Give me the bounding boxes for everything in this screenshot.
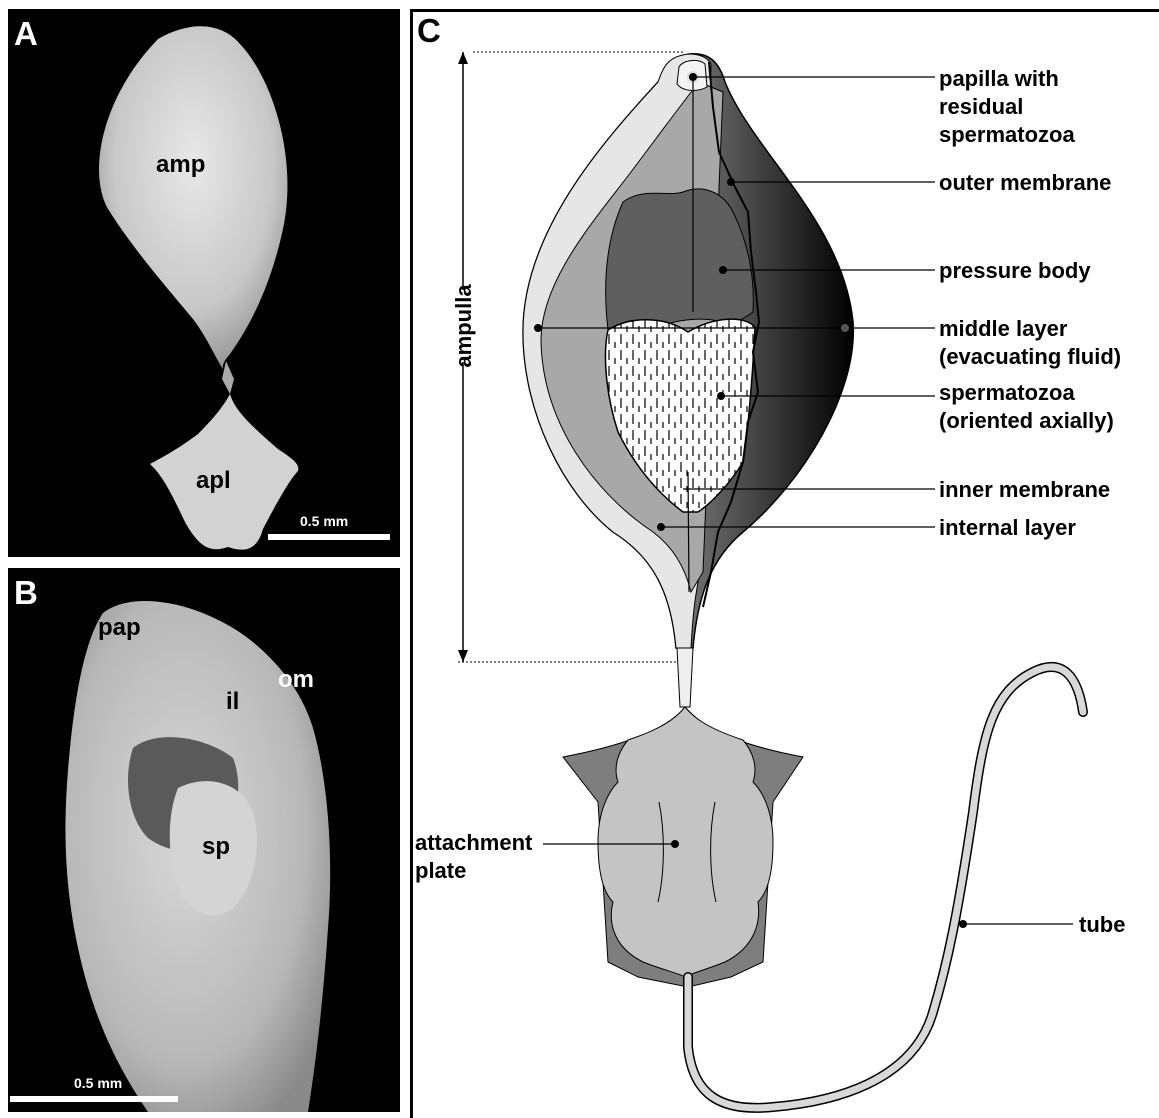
- panel-b-photo: B pap om il sp 0.5 mm: [8, 568, 400, 1112]
- scale-bar-label-a: 0.5 mm: [300, 513, 348, 529]
- dot-attachment-plate: [671, 840, 679, 848]
- dot-tube: [959, 920, 967, 928]
- panel-letter-c: C: [417, 12, 441, 49]
- label-amp: amp: [156, 153, 205, 177]
- label-internal-layer: internal layer: [939, 515, 1076, 540]
- ampulla-arrow-bottom: [458, 650, 468, 662]
- panel-a-photo: A amp apl 0.5 mm: [8, 9, 400, 557]
- label-om: om: [278, 668, 314, 692]
- ampulla-stalk: [222, 361, 234, 394]
- label-inner-membrane: inner membrane: [939, 477, 1110, 502]
- label-spermatozoa-line1: spermatozoa: [939, 380, 1075, 405]
- label-spermatozoa-line2: (oriented axially): [939, 408, 1114, 433]
- dot-middle-layer-right: [841, 324, 849, 332]
- label-pressure-body: pressure body: [939, 258, 1091, 283]
- ampulla-label: ampulla: [451, 284, 476, 368]
- label-middle-layer-line1: middle layer: [939, 316, 1068, 341]
- label-middle-layer-line2: (evacuating fluid): [939, 344, 1121, 369]
- scale-bar-label-b: 0.5 mm: [74, 1075, 122, 1091]
- label-il: il: [226, 690, 239, 714]
- label-attachment-line2: plate: [415, 858, 466, 883]
- scale-bar-a: [268, 534, 390, 540]
- label-apl: apl: [196, 469, 231, 493]
- ampulla-arrow-top: [458, 52, 468, 64]
- spermatophore-diagram: C ampulla: [413, 12, 1159, 1118]
- dot-internal-layer: [657, 523, 665, 531]
- scale-bar-b: [10, 1096, 178, 1102]
- attachment-plate-inner: [598, 707, 773, 977]
- panel-c-diagram: C ampulla: [410, 9, 1159, 1118]
- dot-spermatozoa: [717, 392, 725, 400]
- ampulla-shape: [99, 26, 287, 369]
- label-sp: sp: [202, 835, 230, 859]
- label-pap: pap: [98, 616, 141, 640]
- label-papilla-line1: papilla with: [939, 66, 1059, 91]
- label-outer-membrane: outer membrane: [939, 170, 1111, 195]
- pressure-body-shape: [606, 189, 754, 331]
- label-papilla-line2: residual: [939, 94, 1023, 119]
- dot-middle-layer-left: [534, 324, 542, 332]
- dot-pressure-body: [719, 266, 727, 274]
- label-attachment-line1: attachment: [415, 830, 533, 855]
- dot-papilla: [689, 73, 697, 81]
- stalk-shape: [677, 648, 693, 707]
- label-tube: tube: [1079, 912, 1125, 937]
- label-papilla-line3: spermatozoa: [939, 122, 1075, 147]
- dot-outer-membrane: [727, 178, 735, 186]
- panel-letter-b: B: [14, 576, 38, 609]
- panel-letter-a: A: [14, 17, 38, 50]
